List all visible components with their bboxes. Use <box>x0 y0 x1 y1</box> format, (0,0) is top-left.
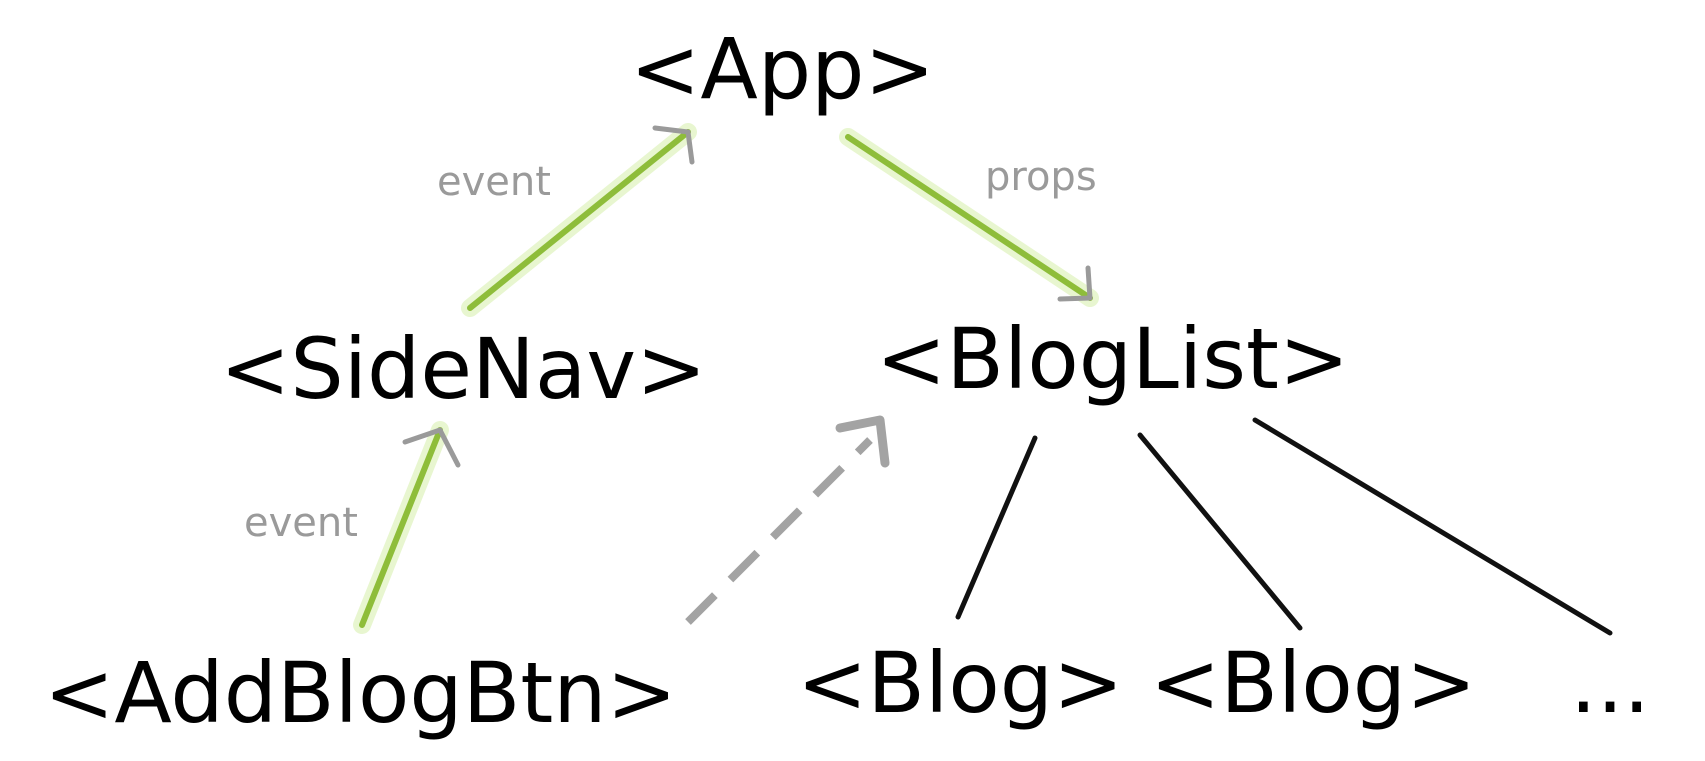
edge-bloglist-to-blog-2 <box>1137 432 1303 631</box>
edge-label-addblogbtn-to-sidenav: event <box>244 500 358 546</box>
edge-app-to-bloglist <box>839 128 1099 307</box>
edge-addblogbtn-to-bloglist-dashed <box>685 415 890 625</box>
arrow-head-icon <box>835 415 890 468</box>
arrow-head-icon <box>1057 265 1093 302</box>
node-addblogbtn: <AddBlogBtn> <box>44 644 677 742</box>
edge-sidenav-to-app <box>461 123 697 317</box>
arrow-head-icon <box>652 125 695 165</box>
edge-label-app-to-bloglist: props <box>985 154 1097 200</box>
node-app: <App> <box>630 20 935 118</box>
edge-label-sidenav-to-app: event <box>437 159 551 205</box>
arrow-head-icon <box>402 427 461 468</box>
node-bloglist: <BlogList> <box>876 310 1349 408</box>
node-ellipsis: ... <box>1570 634 1650 732</box>
node-blog-2: <Blog> <box>1150 634 1476 732</box>
edge-bloglist-to-ellipsis <box>1252 417 1613 636</box>
node-blog-1: <Blog> <box>797 634 1123 732</box>
node-sidenav: <SideNav> <box>220 320 706 418</box>
edge-addblogbtn-to-sidenav <box>353 421 461 634</box>
edge-bloglist-to-blog-1 <box>955 435 1038 620</box>
